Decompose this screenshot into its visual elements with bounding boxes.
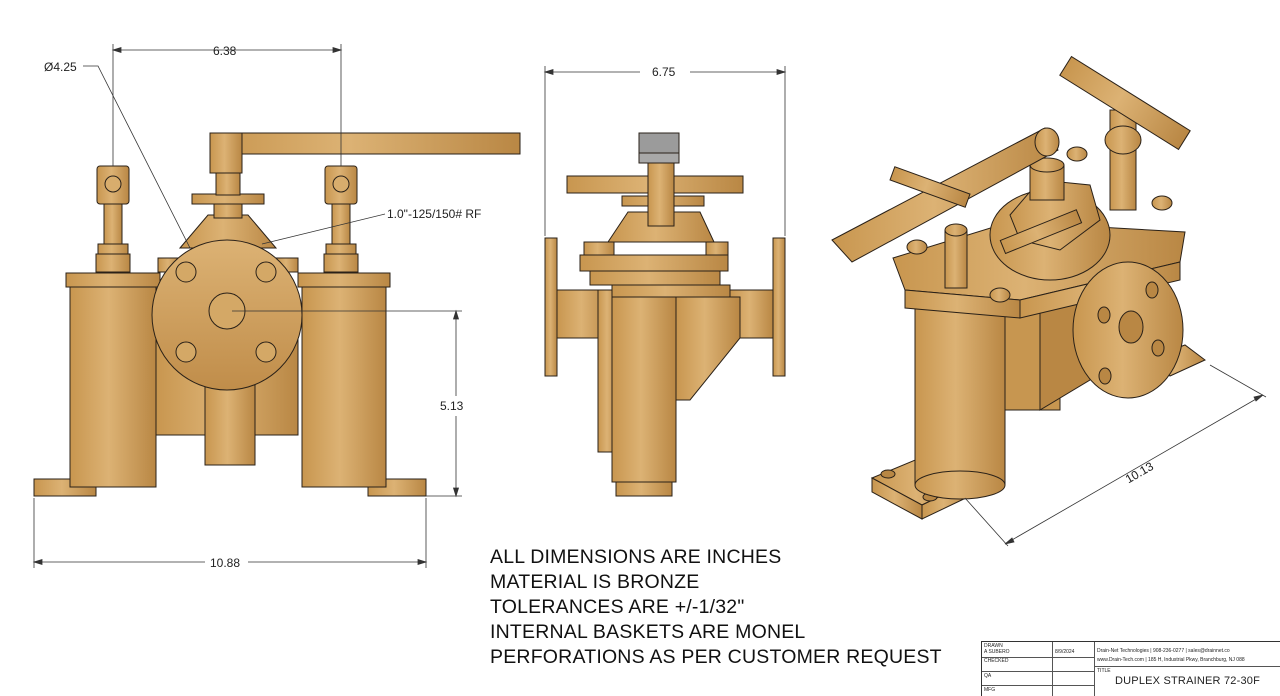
front-right-stud — [331, 203, 351, 245]
iso-t-handle-bar — [1059, 55, 1191, 151]
front-left-stud — [103, 203, 123, 245]
side-handle-cap — [638, 132, 680, 154]
drawn-date: 8/9/2024 — [1055, 649, 1075, 655]
bolt-hole — [175, 261, 197, 283]
drawn-label: DRAWN — [984, 643, 1003, 649]
iso-t-handle-stem — [1109, 109, 1137, 211]
dim-overall-width: 10.88 — [210, 556, 240, 570]
front-right-housing — [301, 286, 387, 488]
bolt-hole — [255, 261, 277, 283]
dim-diameter: Ø4.25 — [44, 60, 77, 74]
side-right-flange — [772, 237, 786, 377]
mfg-label: MFG — [984, 687, 996, 693]
front-handle-hub — [209, 132, 243, 174]
company-line-1: Drain-Net Technologies | 908-236-0277 | … — [1097, 648, 1230, 654]
front-right-clamp — [323, 253, 359, 273]
note-line: PERFORATIONS AS PER CUSTOMER REQUEST — [490, 646, 942, 668]
iso-housing — [914, 304, 1006, 486]
side-foot — [615, 481, 673, 497]
dim-side-width: 6.75 — [652, 65, 676, 79]
front-left-clamp — [95, 253, 131, 273]
note-line: INTERNAL BASKETS ARE MONEL — [490, 621, 806, 643]
side-cover-plate — [579, 254, 729, 272]
note-line: TOLERANCES ARE +/-1/32" — [490, 596, 745, 618]
dim-iso-length: 10.13 — [1123, 459, 1156, 486]
front-view — [33, 132, 521, 497]
side-housing — [611, 296, 677, 483]
title-label: TITLE — [1097, 668, 1111, 674]
front-right-nut — [325, 243, 357, 255]
front-outlet-neck — [204, 384, 256, 466]
bolt-hole — [255, 341, 277, 363]
front-left-cap-flange — [65, 272, 161, 288]
front-left-nut — [97, 243, 129, 255]
general-notes: ALL DIMENSIONS ARE INCHES MATERIAL IS BR… — [490, 545, 942, 670]
isometric-view — [831, 55, 1206, 520]
front-handle-bar — [209, 132, 521, 155]
note-line: MATERIAL IS BRONZE — [490, 571, 700, 593]
side-left-flange — [544, 237, 558, 377]
side-view-dimensions — [543, 66, 787, 236]
qa-label: QA — [984, 673, 992, 679]
front-right-cap-flange — [297, 272, 391, 288]
drawing-title: DUPLEX STRAINER 72-30F — [1115, 675, 1260, 687]
title-block: DRAWN A SUBERO CHECKED 8/9/2024 QA MFG D… — [981, 641, 1280, 696]
note-line: ALL DIMENSIONS ARE INCHES — [490, 546, 782, 568]
front-left-housing — [69, 286, 157, 488]
side-view — [544, 132, 786, 497]
company-line-2: www.Drain-Tech.com | 185 H, Industrial P… — [1097, 657, 1245, 663]
front-view-dimensions — [32, 44, 462, 568]
iso-view-dimensions — [964, 364, 1267, 547]
dim-height: 5.13 — [440, 399, 464, 413]
dim-flange-spec: 1.0"-125/150# RF — [387, 207, 481, 221]
bolt-hole — [175, 341, 197, 363]
checked-label: CHECKED — [984, 658, 1009, 664]
dim-front-width-top: 6.38 — [213, 44, 237, 58]
drawn-by: A SUBERO — [984, 649, 1010, 655]
